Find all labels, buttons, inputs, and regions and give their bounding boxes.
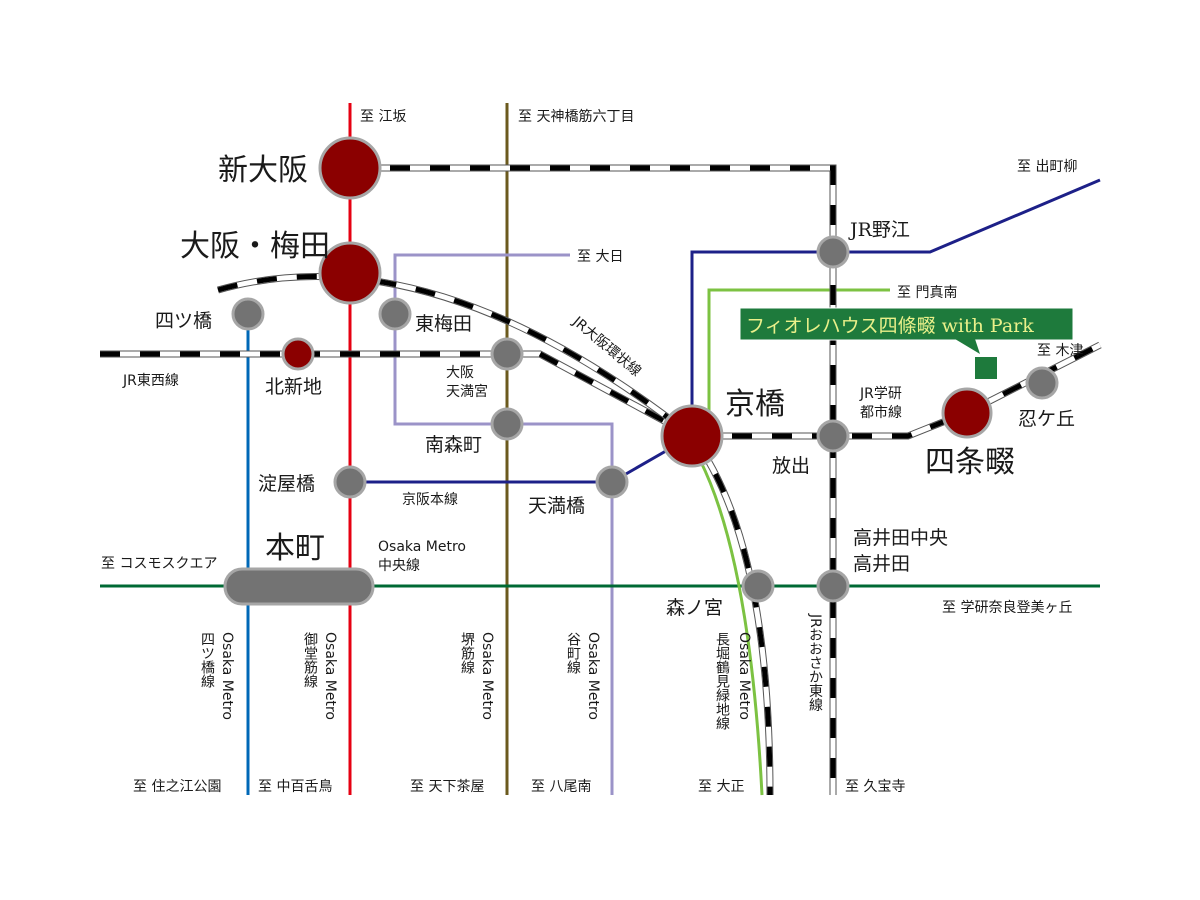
label-gakken-1: JR学研 [859,386,902,402]
label-gakken-2: 都市線 [860,404,902,421]
dest-esaka: 至 江坂 [360,109,406,125]
station-shijonawate[interactable] [941,387,993,439]
label-yotsubashi: 四ツ橋 [155,310,212,332]
label-midosuji-line-2: 御堂筋線 [302,632,318,688]
callout-pointer [955,339,980,354]
label-morinomiya: 森ノ宮 [666,597,723,619]
label-nagahori-line-2: 長堀鶴見緑地線 [714,632,730,730]
station-hommachi[interactable] [223,567,375,606]
label-midosuji-line-1: Osaka Metro [322,632,338,720]
label-jr-noe: JR野江 [848,219,910,241]
dest-taisho: 至 大正 [698,779,744,795]
label-jr-loop: JR大阪環状線 [569,313,644,380]
dest-tenjinbashi: 至 天神橋筋六丁目 [518,108,634,125]
station-higashi-umeda[interactable] [378,297,412,331]
label-osaka-tenmangu-1: 大阪 [446,365,474,381]
label-yotsubashi-line-2: 四ツ橋線 [199,632,215,688]
dest-nakamozu: 至 中百舌鳥 [258,779,332,795]
dest-yaominami: 至 八尾南 [531,779,591,795]
label-kitashinchi: 北新地 [265,376,322,398]
label-shinobugaoka: 忍ケ丘 [1018,408,1075,430]
label-shin-osaka: 新大阪 [218,153,308,188]
station-minamimorimachi[interactable] [490,407,524,441]
station-kyobashi[interactable] [660,404,724,468]
label-hanaten: 放出 [772,455,810,477]
label-minamimorimachi: 南森町 [425,434,482,456]
tanimachi-line [393,253,614,795]
property-marker[interactable] [975,357,997,379]
dest-kyuhoji: 至 久宝寺 [845,779,905,795]
label-nagahori-line-1: Osaka Metro [736,632,752,720]
label-chuo-1: Osaka Metro [378,539,466,555]
station-morinomiya[interactable] [741,569,775,603]
label-keihan: 京阪本線 [402,492,458,508]
property-callout-box [739,307,1074,341]
dest-tengachaya: 至 天下茶屋 [410,779,484,795]
station-shin-osaka[interactable] [318,136,382,200]
label-tenmabashi: 天満橋 [528,495,585,517]
label-takaida: 高井田 [853,553,910,575]
station-tenmabashi[interactable] [595,465,629,499]
label-shijonawate: 四条畷 [925,445,1015,480]
label-osaka-higashi-line: JRおおさか東線 [807,613,823,712]
label-sakaisuji-line-1: Osaka Metro [479,632,495,720]
dest-cosmo-square: 至 コスモスクエア [101,556,217,572]
dest-dainichi: 至 大日 [577,249,623,265]
label-jr-tozai: JR東西線 [122,373,179,389]
station-osaka-umeda[interactable] [318,241,382,305]
label-hommachi: 本町 [265,531,325,566]
keihan-line [350,434,693,484]
label-tanimachi-line-1: Osaka Metro [585,632,601,720]
station-osaka-tenmangu[interactable] [490,337,524,371]
station-jr-noe[interactable] [816,235,850,269]
label-osaka-umeda: 大阪・梅田 [180,229,330,264]
label-sakaisuji-line-2: 堺筋線 [459,632,475,674]
jr-tozai-line [100,350,694,440]
keihan-line-north [690,178,1101,436]
dest-gakken-nara: 至 学研奈良登美ヶ丘 [942,600,1072,616]
station-yodoyabashi[interactable] [333,465,367,499]
station-yotsubashi[interactable] [231,297,265,331]
label-chuo-2: 中央線 [378,558,420,574]
dest-kizu: 至 木津 [1037,343,1083,359]
station-takaida[interactable] [816,569,850,603]
dest-demachiyanagi: 至 出町柳 [1017,158,1077,175]
label-osaka-tenmangu-2: 天満宮 [446,384,488,400]
label-yotsubashi-line-1: Osaka Metro [219,632,235,720]
station-kitashinchi[interactable] [281,337,315,371]
label-takaida-chuo: 高井田中央 [853,527,948,549]
station-shinobugaoka[interactable] [1025,366,1059,400]
jr-tokaido-line [350,164,837,452]
label-higashi-umeda: 東梅田 [415,313,472,335]
label-kyobashi: 京橋 [725,387,785,422]
label-yodoyabashi: 淀屋橋 [258,473,315,495]
nagahori-line [698,459,764,796]
property-name-label: フィオレハウス四條畷 with Park [746,315,1034,337]
dest-kadomaminami: 至 門真南 [897,285,957,301]
dest-suminoekoen: 至 住之江公園 [133,779,221,795]
station-hanaten[interactable] [816,419,850,453]
label-tanimachi-line-2: 谷町線 [565,632,581,674]
